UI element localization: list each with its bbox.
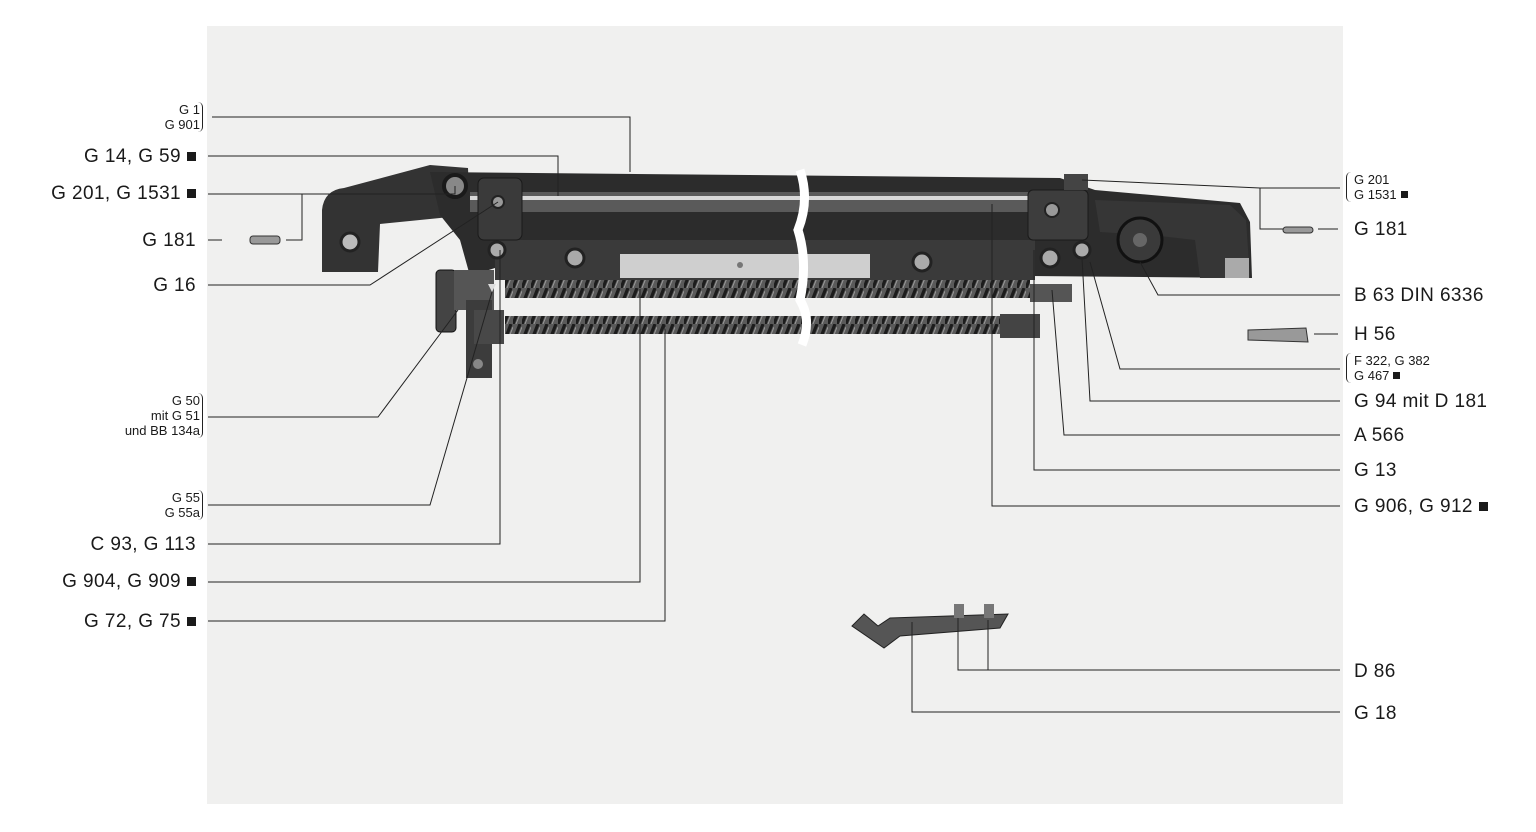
label-f322-g382: F 322, G 382 bbox=[1354, 353, 1430, 368]
label-g55-group: G 55 G 55a bbox=[165, 490, 200, 520]
label-mit-g51: mit G 51 bbox=[150, 408, 200, 423]
square-marker-icon bbox=[187, 577, 196, 586]
label-g1531-right: G 1531 bbox=[1354, 187, 1397, 202]
label-a566: A 566 bbox=[1354, 425, 1405, 446]
label-c93-g113: C 93, G 113 bbox=[90, 534, 196, 555]
label-g181-right: G 181 bbox=[1354, 219, 1408, 240]
brace-g1 bbox=[198, 102, 203, 132]
label-g55a: G 55a bbox=[164, 505, 200, 520]
leader-lines bbox=[208, 116, 1340, 713]
square-marker-icon bbox=[1478, 502, 1488, 511]
label-g14-g59-row: G 14, G 59 bbox=[84, 147, 196, 166]
label-g18: G 18 bbox=[1354, 703, 1397, 724]
left-clamp bbox=[477, 177, 523, 241]
brace-g55 bbox=[198, 490, 203, 520]
spring-lower bbox=[505, 316, 1000, 334]
label-plate bbox=[620, 254, 870, 278]
nut-left bbox=[564, 247, 586, 269]
guide-rod bbox=[470, 192, 1030, 212]
square-marker-icon bbox=[187, 617, 196, 626]
rail-assembly bbox=[322, 165, 1252, 378]
label-h56: H 56 bbox=[1354, 324, 1396, 345]
label-g72-g75-row: G 72, G 75 bbox=[84, 612, 196, 631]
label-f322-group: F 322, G 382 G 467 bbox=[1354, 353, 1430, 383]
label-g904-g909-row: G 904, G 909 bbox=[62, 572, 196, 591]
square-marker-icon bbox=[1400, 191, 1408, 198]
label-und-bb134a: und BB 134a bbox=[124, 423, 200, 438]
square-marker-icon bbox=[187, 152, 196, 161]
label-g201-g1531-row: G 201, G 1531 bbox=[51, 184, 196, 203]
label-g906-g912-row: G 906, G 912 bbox=[1354, 497, 1488, 516]
image-break bbox=[793, 168, 811, 347]
pin-h56 bbox=[1247, 327, 1309, 343]
brace-f322 bbox=[1346, 353, 1351, 383]
label-g50-group: G 50 mit G 51 und BB 134a bbox=[125, 393, 200, 438]
label-g1-group: G 1 G 901 bbox=[165, 102, 200, 132]
label-g201-g1531: G 201, G 1531 bbox=[51, 183, 181, 204]
left-bracket-hole bbox=[339, 231, 361, 253]
gear bbox=[435, 269, 457, 333]
small-bracket bbox=[851, 604, 1009, 649]
label-g904-g909: G 904, G 909 bbox=[62, 571, 181, 592]
label-g13: G 13 bbox=[1354, 460, 1397, 481]
label-g14-g59: G 14, G 59 bbox=[84, 146, 181, 167]
label-g72-g75: G 72, G 75 bbox=[84, 611, 181, 632]
label-g467: G 467 bbox=[1354, 368, 1390, 383]
label-g55: G 55 bbox=[171, 490, 200, 505]
label-g201-group: G 201 G 1531 bbox=[1354, 172, 1408, 202]
brace-g201 bbox=[1346, 172, 1351, 202]
label-g50: G 50 bbox=[171, 393, 200, 408]
nut-right bbox=[1039, 247, 1061, 269]
label-g906-g912: G 906, G 912 bbox=[1354, 496, 1473, 517]
spring-upper bbox=[505, 280, 1030, 298]
label-g181-left: G 181 bbox=[142, 230, 196, 251]
pin-g181-right bbox=[1282, 226, 1314, 234]
pin-g181-left bbox=[249, 235, 281, 245]
label-d86: D 86 bbox=[1354, 661, 1396, 682]
nut-mid bbox=[911, 251, 933, 273]
square-marker-icon bbox=[187, 189, 196, 198]
label-g94: G 94 mit D 181 bbox=[1354, 391, 1488, 412]
label-g16: G 16 bbox=[153, 275, 196, 296]
label-b63: B 63 DIN 6336 bbox=[1354, 285, 1484, 306]
brace-g50 bbox=[198, 393, 203, 438]
label-g901: G 901 bbox=[164, 117, 200, 132]
square-marker-icon bbox=[1393, 372, 1401, 379]
label-g201-right: G 201 bbox=[1354, 172, 1390, 187]
label-g1: G 1 bbox=[179, 102, 200, 117]
